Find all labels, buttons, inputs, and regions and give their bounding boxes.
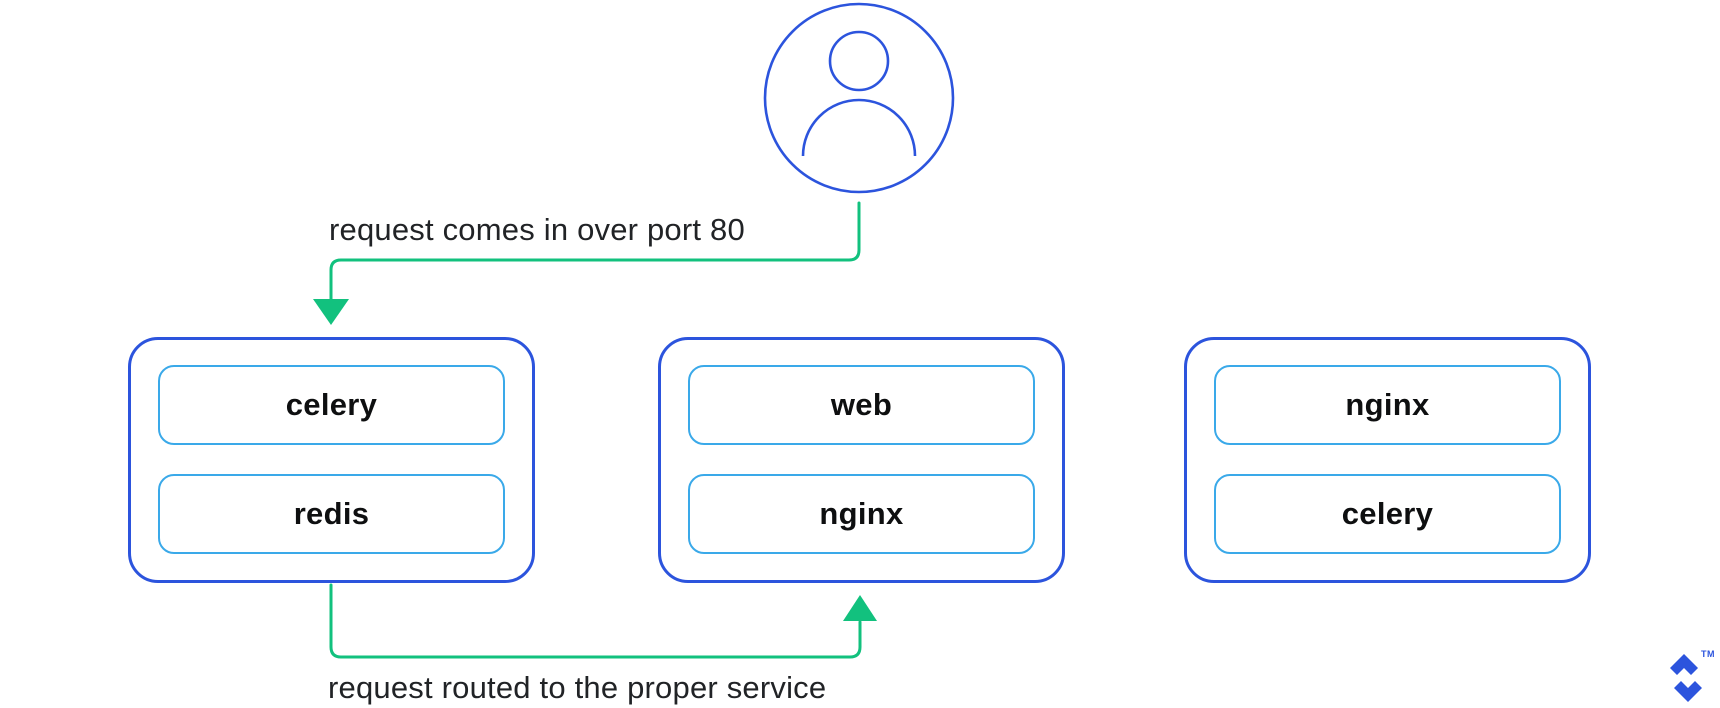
server-node-1: celery redis	[128, 337, 535, 583]
service-box: nginx	[1214, 365, 1561, 445]
toptal-logo-icon	[1670, 654, 1702, 702]
service-box: web	[688, 365, 1035, 445]
service-box: celery	[158, 365, 505, 445]
user-icon-outline	[763, 2, 955, 194]
arrow-request-in-head	[313, 299, 349, 325]
user-icon-shoulders	[801, 98, 917, 157]
label-request-routed: request routed to the proper service	[328, 670, 827, 705]
user-icon-head	[828, 30, 890, 92]
toptal-logo-lower-chevron	[1674, 681, 1702, 702]
service-box: redis	[158, 474, 505, 554]
user-icon	[763, 2, 955, 194]
trademark-text: TM	[1701, 649, 1715, 659]
server-node-3: nginx celery	[1184, 337, 1591, 583]
service-box: nginx	[688, 474, 1035, 554]
toptal-logo-upper-chevron	[1670, 654, 1698, 675]
arrow-request-routed-line	[329, 583, 862, 659]
arrow-request-routed-head	[843, 595, 877, 621]
server-node-2: web nginx	[658, 337, 1065, 583]
arrow-request-routed	[329, 583, 877, 659]
service-box: celery	[1214, 474, 1561, 554]
label-request-in: request comes in over port 80	[329, 212, 745, 247]
